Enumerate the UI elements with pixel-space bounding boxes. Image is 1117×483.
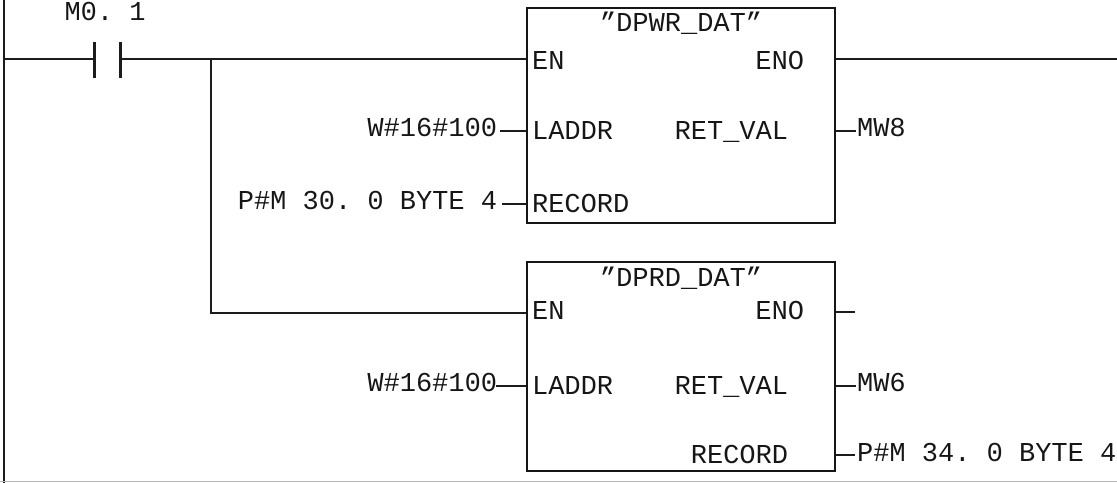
block1-laddr-input-wire [500,130,526,132]
block1-eno-output-wire [835,58,1117,60]
block2-title[interactable]: ”DPRD_DAT” [599,265,763,295]
function-block-dpwr-dat[interactable]: ”DPWR_DAT” EN ENO LADDR RET_VAL RECORD [526,7,836,224]
block1-title[interactable]: ”DPWR_DAT” [599,10,763,40]
contact-bar-left [93,42,96,78]
block2-pin-laddr: LADDR [532,373,614,403]
rung-wire-left [5,58,94,60]
branch-wire-to-block2 [212,312,526,314]
rung-wire-to-block1 [122,58,526,60]
block2-pin-ret-val: RET_VAL [674,373,788,403]
block2-record-output-wire [835,454,855,456]
block2-retval-output-wire [835,385,856,387]
image-bottom-edge [0,481,1117,482]
block2-record-operand[interactable]: P#M 34. 0 BYTE 4 [857,440,1117,470]
contact-bar-right [119,42,122,78]
block1-record-input-wire [502,203,526,205]
block1-pin-record: RECORD [532,191,630,221]
block1-ret-val-operand[interactable]: MW8 [857,115,906,145]
contact-operand-label[interactable]: M0. 1 [64,0,146,29]
left-power-rail [3,0,5,483]
block2-laddr-input-wire [496,385,526,387]
block2-eno-output-stub [835,311,855,313]
block2-pin-en: EN [532,298,565,328]
branch-wire-vertical [210,58,212,314]
block1-pin-eno: ENO [755,48,804,78]
function-block-dprd-dat[interactable]: ”DPRD_DAT” EN ENO LADDR RET_VAL RECORD [526,261,836,472]
block1-pin-en: EN [532,48,565,78]
block1-pin-laddr: LADDR [532,118,614,148]
block1-laddr-operand[interactable]: W#16#100 [367,115,497,145]
block2-pin-record: RECORD [690,442,788,472]
block1-record-operand[interactable]: P#M 30. 0 BYTE 4 [237,188,497,218]
block1-retval-output-wire [835,130,856,132]
block2-laddr-operand[interactable]: W#16#100 [367,370,497,400]
block1-pin-ret-val: RET_VAL [674,118,788,148]
block2-pin-eno: ENO [755,298,804,328]
block2-ret-val-operand[interactable]: MW6 [857,370,906,400]
